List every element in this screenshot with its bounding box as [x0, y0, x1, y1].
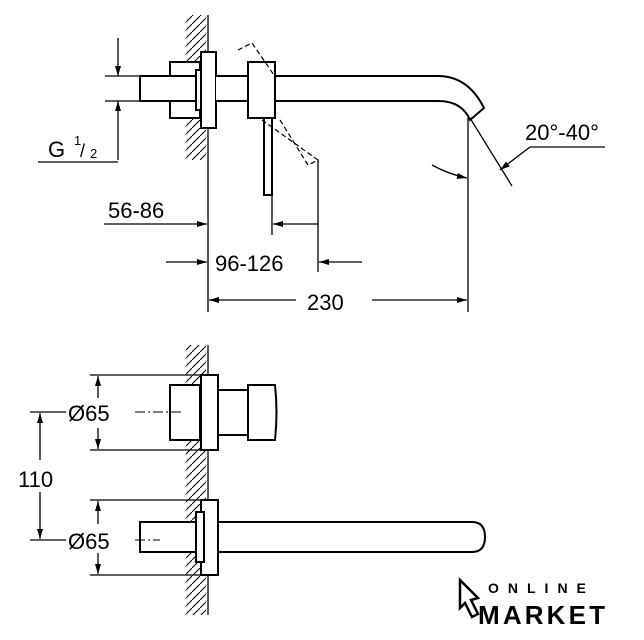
dim-lever-depth: 96-126 [215, 251, 284, 276]
lever-rotated-dashed [237, 42, 320, 166]
spout [216, 75, 486, 122]
dim-spacing: 110 [18, 467, 53, 492]
logo-line2: MARKET [478, 600, 605, 630]
thread-fraction-num: 1 [74, 133, 81, 148]
mixer-flange [200, 374, 219, 451]
thread-fraction-den: 2 [90, 146, 97, 161]
mixer-neck [217, 389, 249, 436]
online-market-logo: ONLINE MARKET [458, 576, 606, 630]
spout [217, 521, 487, 553]
mixer-body [247, 61, 276, 119]
thread-label: G [48, 137, 65, 162]
stub-collar [195, 511, 205, 563]
front-view: Ø65 110 Ø65 [18, 345, 487, 615]
thread-stub [139, 75, 199, 102]
spout-stub [139, 521, 199, 553]
dim-diameter-bottom: Ø65 [68, 529, 110, 554]
lever [263, 117, 273, 196]
dim-diameter-top: Ø65 [68, 401, 110, 426]
wall-flange [200, 51, 217, 129]
fraction-slash: / [80, 141, 85, 161]
dim-wall-depth: 56-86 [108, 198, 164, 223]
side-view: G 1 / 2 56-86 96-126 230 20°-40° [38, 15, 605, 315]
cursor-icon [458, 576, 481, 619]
dim-angle: 20°-40° [525, 120, 599, 145]
logo-line1: ONLINE [488, 580, 595, 596]
mixer-knob [247, 384, 278, 441]
dim-projection: 230 [307, 290, 344, 315]
